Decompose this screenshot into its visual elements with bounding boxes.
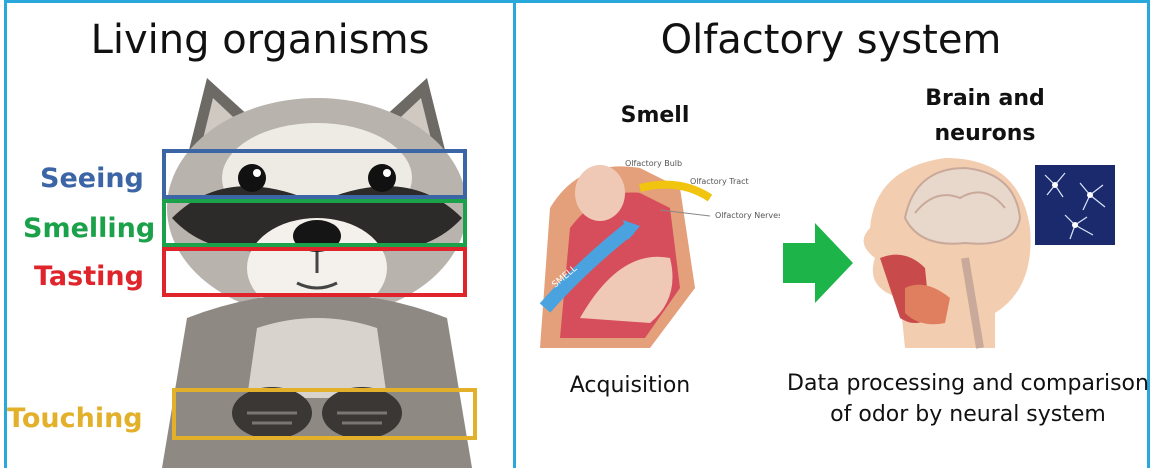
sense-label-smelling: Smelling [23,213,155,244]
smelling-box [162,199,467,247]
olfactory-nerves-label: Olfactory Nerves [715,211,780,220]
tasting-box [162,247,467,297]
olfactory-tract-label: Olfactory Tract [690,177,749,186]
process-arrow-shape [783,223,853,303]
sense-label-touching: Touching [7,403,143,434]
nose-cross-section-diagram: SMELL Olfactory Bulb Olfactory Tract Olf… [520,148,780,358]
smell-label: Smell [605,103,705,128]
processing-caption: Data processing and comparison of odor b… [783,369,1153,431]
neurons-image [1035,165,1115,245]
sense-label-tasting: Tasting [34,261,144,292]
olfactory-bulb-label: Olfactory Bulb [625,159,682,168]
seeing-box [162,149,467,199]
brain-neurons-label: Brain and neurons [920,81,1050,151]
olfactory-system-panel: Olfactory system Smell Brain and neurons… [515,0,1150,468]
living-organisms-panel: Living organisms Seeing Smelling Tasting… [4,0,516,468]
olfactory-system-title: Olfactory system [515,17,1147,63]
acquisition-caption: Acquisition [550,371,710,402]
head-brain-cross-section [845,148,1045,358]
sense-label-seeing: Seeing [40,163,144,194]
process-arrow-icon [783,223,853,303]
touching-box [172,388,477,440]
living-organisms-title: Living organisms [7,17,513,63]
